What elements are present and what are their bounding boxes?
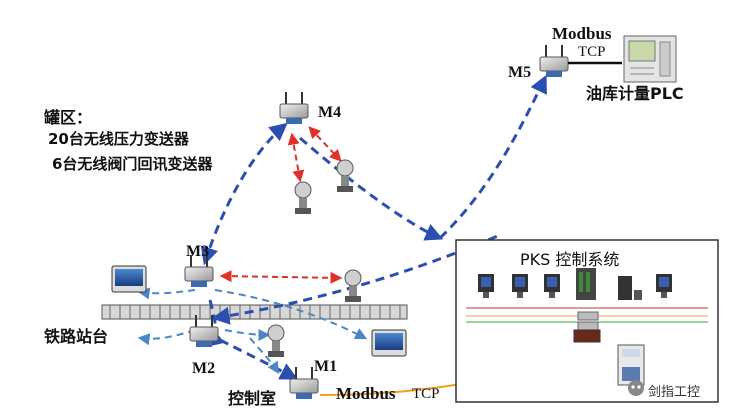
- controller-cabinet-icon: [576, 268, 596, 300]
- tank-area-line-1: 20台无线压力变送器: [48, 130, 189, 148]
- tank-area-line-2: 6台无线阀门回讯变送器: [52, 155, 213, 173]
- node-label-m5: M5: [508, 64, 532, 81]
- gateway-m2-icon: [189, 315, 219, 347]
- transmitter-icon: [336, 159, 354, 192]
- workstation-icon: [478, 274, 494, 298]
- link-m3-m4: [200, 122, 288, 266]
- link-m3-tx: [219, 270, 343, 284]
- railway-label: 铁路站台: [44, 327, 109, 346]
- workstation-icon: [512, 274, 528, 298]
- link-m3-analyzer-right: [214, 289, 368, 340]
- plc-icon: [623, 35, 677, 83]
- link-m4-tx-a: [287, 132, 305, 183]
- link-m3-m2: [205, 299, 225, 348]
- analyzer-left-icon: [111, 265, 147, 293]
- plc-protocol-top: Modbus: [552, 24, 612, 43]
- gateway-m3-icon: [184, 255, 214, 287]
- bottom-protocol-modbus: Modbus: [336, 384, 396, 403]
- pks-system-panel: [455, 239, 719, 403]
- link-m2-analyzer-left: [137, 329, 196, 346]
- wireless-links-secondary: [137, 287, 368, 374]
- node-label-m3: M3: [186, 243, 210, 260]
- link-transmitter-m1: [249, 337, 280, 374]
- analyzer-right-icon: [371, 329, 407, 357]
- server-icon: [618, 276, 642, 300]
- transmitter-icon: [267, 324, 285, 357]
- watermark-text: 剑指工控: [648, 385, 701, 400]
- link-m2-m1: [219, 338, 299, 380]
- workstation-icon: [656, 274, 672, 298]
- transmitter-icon: [344, 269, 362, 302]
- tank-area-title: 罐区：: [44, 108, 93, 127]
- node-label-m2: M2: [192, 360, 216, 377]
- control-room-label: 控制室: [228, 389, 277, 408]
- node-label-m1: M1: [314, 358, 338, 375]
- watermark-logo-icon: [628, 380, 644, 396]
- node-label-m4: M4: [318, 104, 342, 121]
- plc-protocol-bottom: TCP: [578, 44, 606, 60]
- workstation-icon: [544, 274, 560, 298]
- bottom-protocol-tcp: TCP: [412, 386, 440, 402]
- link-to-m5: [438, 74, 547, 240]
- link-m4-right: [299, 136, 444, 241]
- link-m4-tx-b: [308, 126, 342, 162]
- gateway-m5-icon: [539, 45, 569, 77]
- gateway-m1-icon: [289, 367, 319, 399]
- wireless-links-primary: [200, 74, 547, 380]
- local-links: [219, 126, 343, 284]
- io-module-icon: [573, 329, 601, 343]
- transmitter-icon: [294, 181, 312, 214]
- link-m2-transmitter: [224, 328, 271, 341]
- plc-label: 油库计量PLC: [586, 84, 684, 103]
- link-m3-analyzer-left: [137, 287, 196, 300]
- pks-title: PKS 控制系统: [520, 250, 620, 269]
- pc-tower-icon: [617, 344, 645, 386]
- gateway-m4-icon: [279, 92, 309, 124]
- railway-platform: [101, 304, 408, 320]
